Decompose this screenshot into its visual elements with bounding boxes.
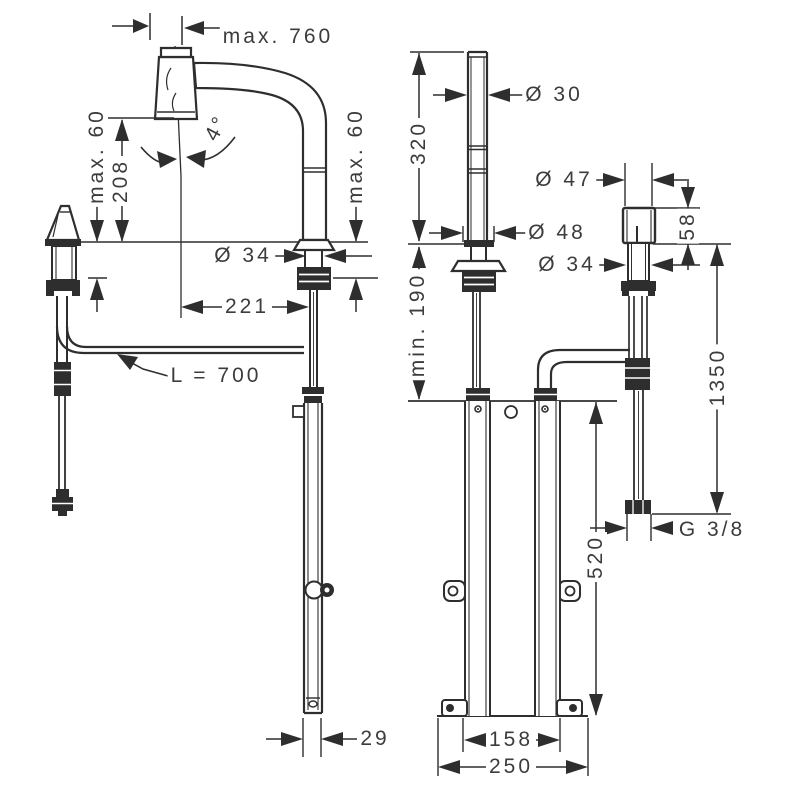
dim-label-handle-shank-diameter: Ø 34 [535, 253, 599, 277]
dim-label-supply-hose-length: 1350 [706, 344, 730, 410]
dim-label-handle-height: 58 [676, 208, 700, 244]
side-view [45, 45, 368, 715]
dim-label-spout-height: 320 [407, 117, 431, 169]
dim-label-base-plate-width: 250 [485, 755, 537, 779]
dim-label-min-clearance: min. 190 [406, 269, 430, 381]
dim-label-pullout-length: max. 760 [219, 25, 337, 49]
dim-label-box-height: 520 [584, 531, 608, 583]
front-view [408, 50, 731, 717]
dim-label-hose-guide-width: 29 [357, 727, 393, 751]
dim-label-hose-length: L = 700 [167, 364, 265, 388]
dim-label-counter-max-left: max. 60 [85, 105, 109, 207]
dim-label-outlet-height: 208 [109, 155, 133, 207]
dim-label-shank-diameter: Ø 34 [211, 244, 275, 268]
dim-label-handle-diameter: Ø 47 [532, 168, 596, 192]
side-view-dimensions [88, 13, 378, 757]
dim-label-counter-max-right: max. 60 [344, 105, 368, 207]
dim-label-spout-diameter: Ø 30 [522, 83, 586, 107]
dim-label-base-diameter: Ø 48 [525, 221, 589, 245]
dim-label-box-inner-width: 158 [485, 728, 537, 752]
front-view-dimensions [410, 51, 731, 776]
dim-label-reach: 221 [221, 295, 273, 319]
dim-label-connection-thread: G 3/8 [675, 518, 749, 542]
